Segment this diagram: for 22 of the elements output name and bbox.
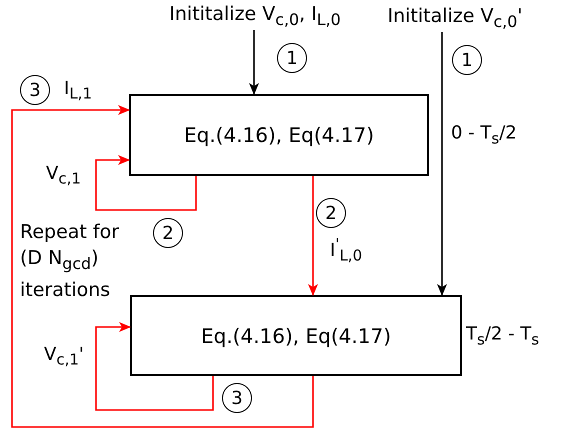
arrow <box>95 322 214 411</box>
edge-label: V$_{c,1}$' <box>44 344 84 369</box>
time-interval: 0 - T$_{s}$/2 <box>451 122 517 148</box>
arrow <box>95 155 197 211</box>
init-text: Inititalize V$_{c,0}$, I$_{L,0}$ <box>169 3 341 29</box>
step-number: 3 <box>222 383 252 413</box>
arrow <box>437 32 447 296</box>
step-number: 1 <box>452 45 482 75</box>
arrow <box>11 105 314 428</box>
repeat-note: Repeat for (D N$_{gcd}$) iterations <box>20 220 120 303</box>
step-number: 3 <box>20 75 50 105</box>
edge-label: V$_{c,1}$ <box>46 163 81 188</box>
equation-text: Eq.(4.16), Eq(4.17) <box>184 123 374 147</box>
arrow <box>308 176 318 296</box>
edge-label: I$_{L,1}$ <box>64 78 92 103</box>
arrow <box>249 30 259 95</box>
step-number: 2 <box>153 218 183 248</box>
equation-text: Eq.(4.16), Eq(4.17) <box>200 324 391 348</box>
step-number: 1 <box>277 43 307 73</box>
init-text: Inititalize V$_{c,0}$' <box>387 5 523 31</box>
time-interval: T$_{s}$/2 - T$_{s}$ <box>466 323 540 348</box>
step-number: 2 <box>316 198 346 228</box>
